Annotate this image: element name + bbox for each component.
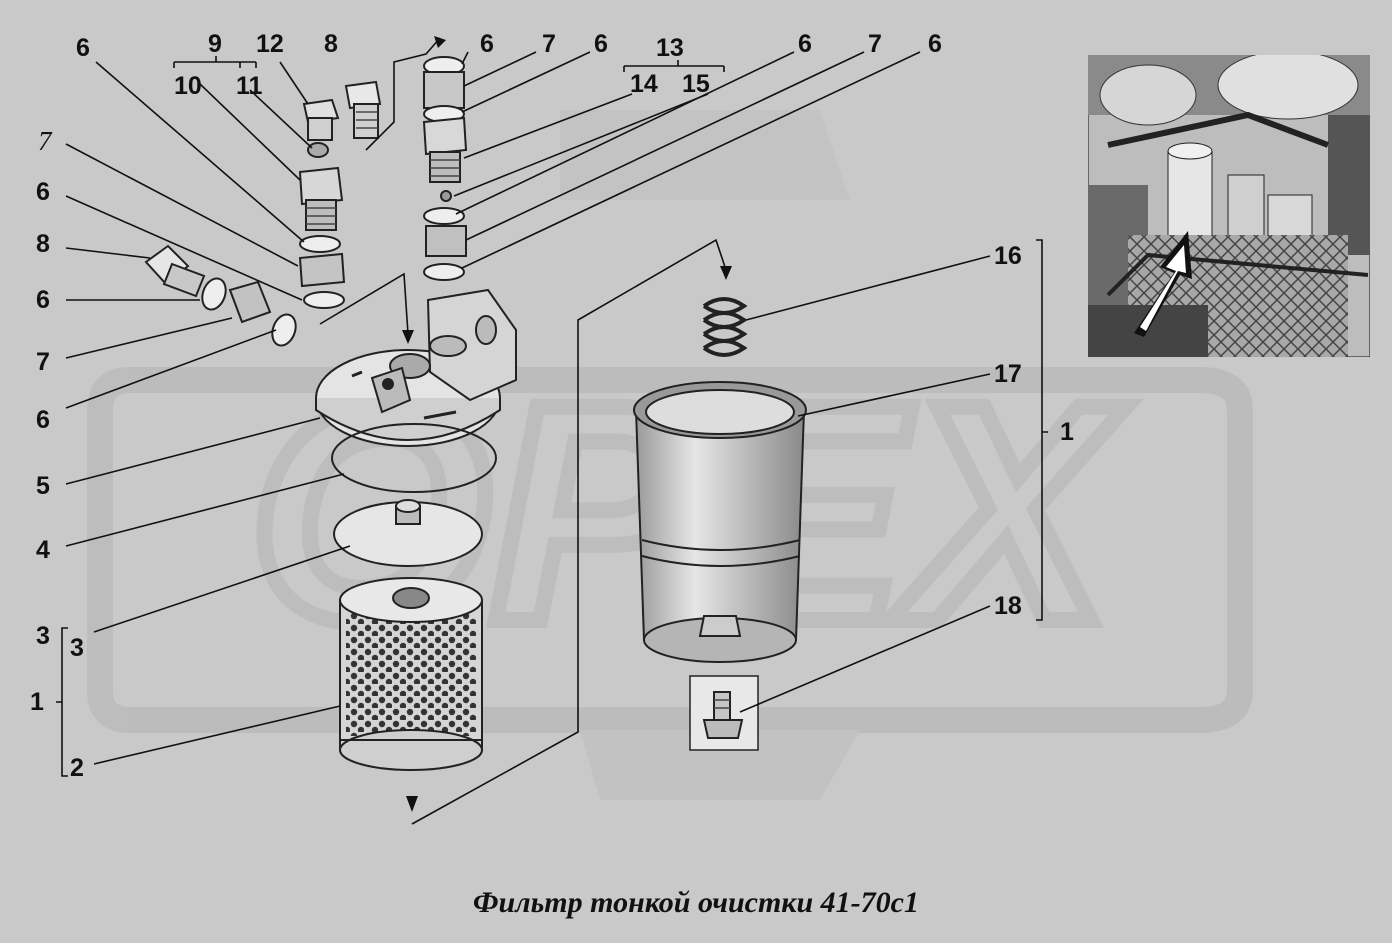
filter-head-assembly — [144, 80, 517, 771]
fitting-10 — [298, 166, 344, 231]
housing-17 — [633, 381, 807, 663]
seal-ring-6d — [271, 313, 297, 347]
guide-lines — [319, 36, 732, 825]
label-7-center-b: 7 — [868, 30, 882, 58]
seal-ring-6h — [423, 263, 465, 281]
label-18: 18 — [994, 592, 1022, 620]
engine-photo — [1088, 55, 1370, 357]
label-6-center-a: 6 — [480, 30, 494, 58]
nut-7-left — [228, 280, 272, 324]
label-17: 17 — [994, 360, 1022, 388]
seal-ring-6b — [303, 291, 345, 309]
label-7-left-b: 7 — [36, 348, 50, 376]
center-fitting-stack — [422, 56, 468, 281]
bolt-8-left — [144, 244, 206, 298]
bolt-12 — [302, 98, 340, 141]
label-6-left-b: 6 — [36, 286, 50, 314]
label-8-top: 8 — [324, 30, 338, 58]
label-8-left: 8 — [36, 230, 50, 258]
label-6-left-c: 6 — [36, 406, 50, 434]
label-4: 4 — [36, 536, 50, 564]
label-14: 14 — [630, 70, 658, 98]
label-12: 12 — [256, 30, 284, 58]
seal-ring-6c — [201, 277, 227, 311]
label-11: 11 — [236, 72, 263, 100]
leader-lines — [65, 51, 991, 765]
ball-15 — [440, 190, 452, 202]
label-9: 9 — [208, 30, 222, 58]
pointer-arrow-icon — [1134, 231, 1192, 337]
nut-7c — [425, 225, 467, 257]
label-7-left-a: 7 — [38, 126, 53, 156]
callout-labels: 6 9 12 8 10 11 6 7 6 13 14 15 6 7 6 7 6 … — [30, 30, 1074, 782]
washer-11 — [307, 142, 329, 158]
label-3-b: 3 — [70, 634, 84, 662]
spring-16 — [702, 297, 748, 357]
fitting-14 — [422, 116, 468, 183]
label-15: 15 — [682, 70, 710, 98]
label-6-center-b: 6 — [594, 30, 608, 58]
plate-3 — [333, 499, 483, 567]
label-2: 2 — [70, 754, 84, 782]
nut-7a — [298, 252, 346, 288]
housing-assembly — [633, 297, 807, 751]
label-10: 10 — [174, 72, 202, 100]
brackets — [56, 56, 1048, 777]
engine-photo-inset — [1088, 55, 1370, 357]
seal-ring-6a — [299, 235, 341, 253]
label-6-left-a: 6 — [36, 178, 50, 206]
label-13: 13 — [656, 34, 684, 62]
bolt-8-top — [344, 80, 382, 139]
filter-head-5 — [315, 288, 517, 447]
label-1-left: 1 — [30, 688, 44, 716]
label-7-center-a: 7 — [542, 30, 556, 58]
label-6-center-c: 6 — [798, 30, 812, 58]
nut-7b — [423, 71, 465, 109]
label-3-a: 3 — [36, 622, 50, 650]
label-6-center-d: 6 — [928, 30, 942, 58]
label-1-right: 1 — [1060, 418, 1074, 446]
label-6-top-left: 6 — [76, 34, 90, 62]
gasket-4 — [331, 423, 497, 493]
diagram-caption: Фильтр тонкой очистки 41-70с1 — [473, 886, 919, 919]
filter-element-2 — [339, 577, 483, 771]
label-16: 16 — [994, 242, 1022, 270]
drain-plug-18 — [689, 675, 759, 751]
seal-ring-6g — [423, 207, 465, 225]
label-5: 5 — [36, 472, 50, 500]
